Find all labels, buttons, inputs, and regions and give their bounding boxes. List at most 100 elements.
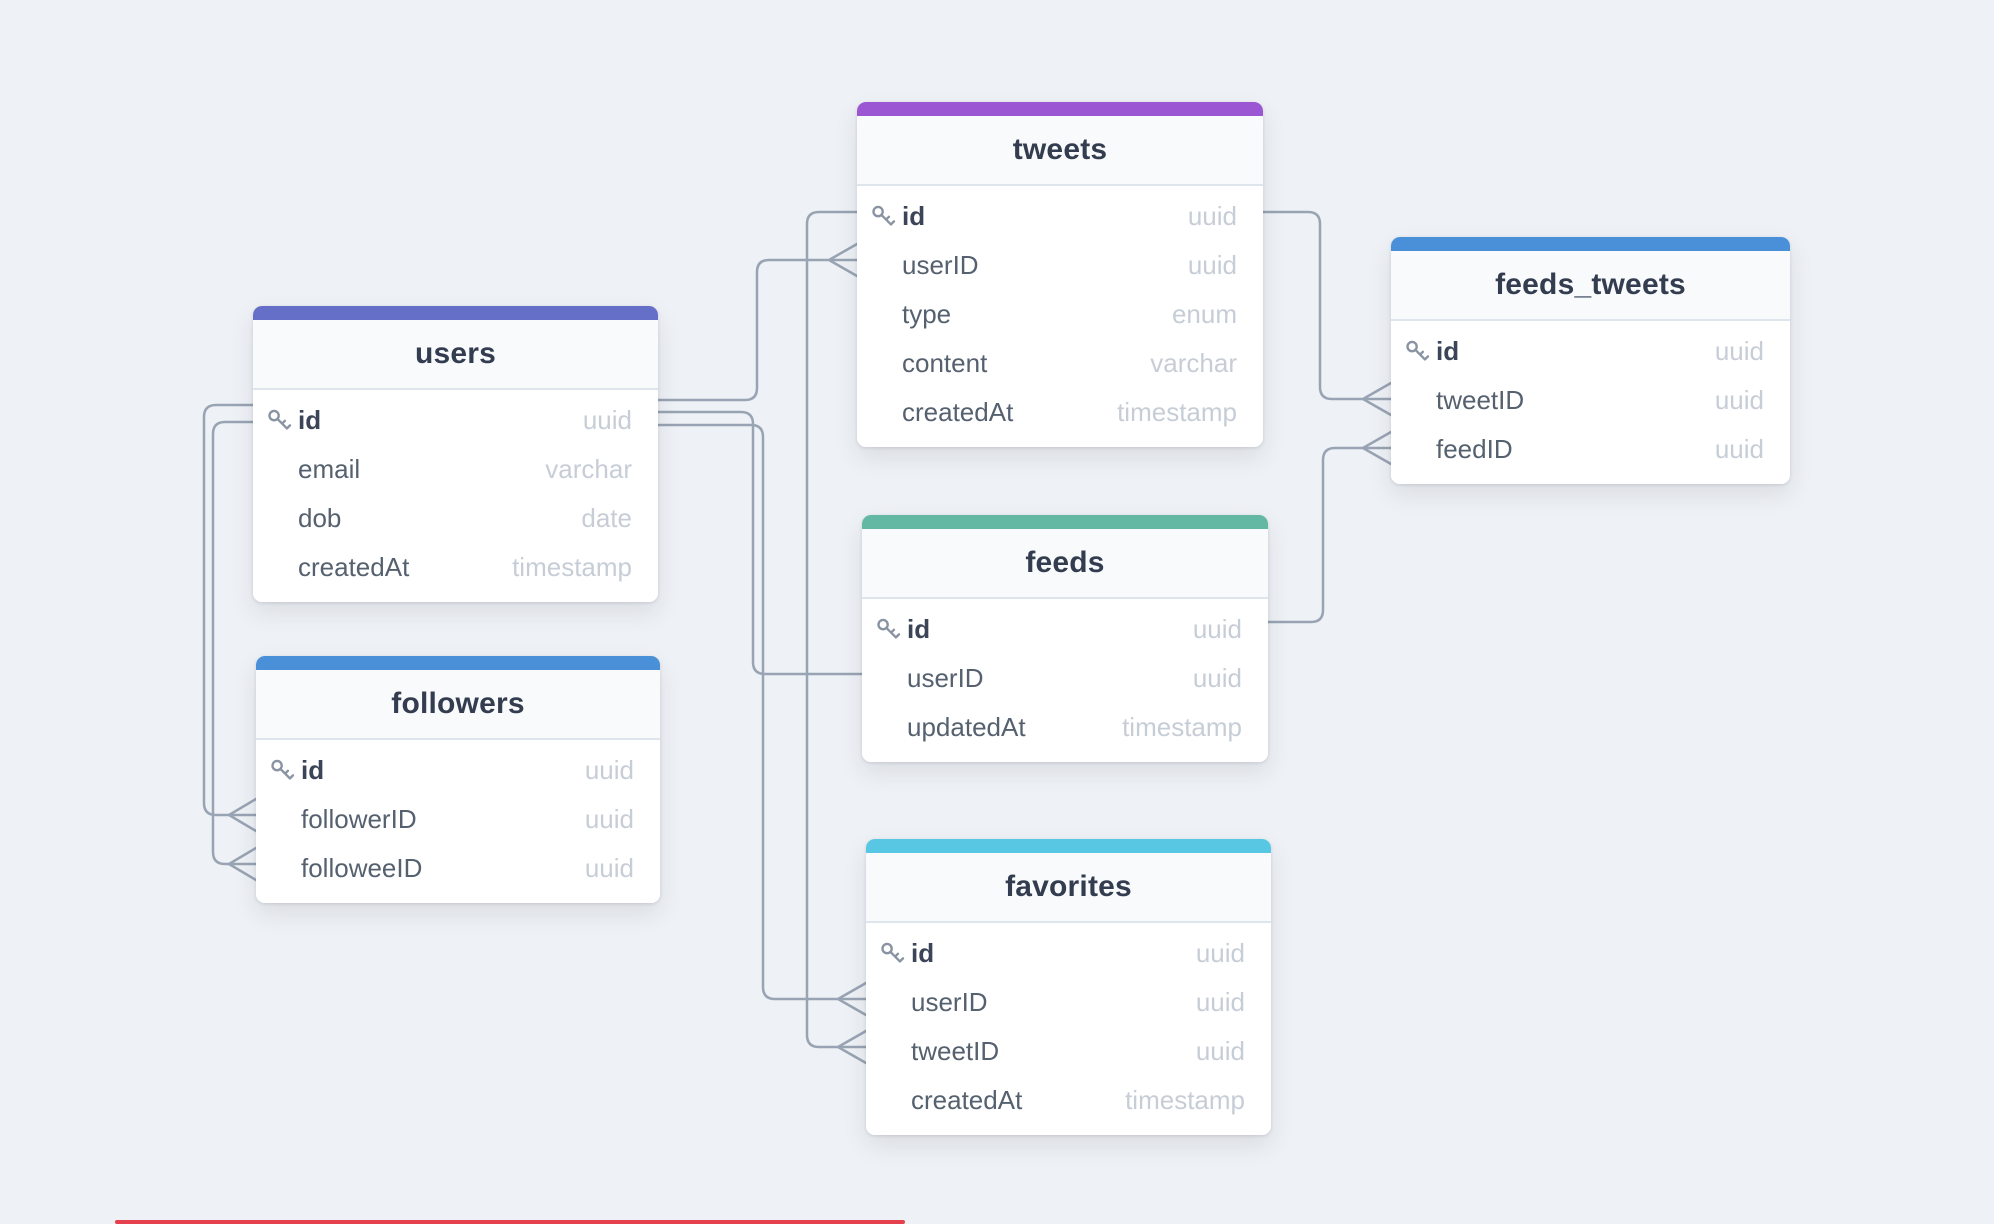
table-row[interactable]: tweetID uuid bbox=[866, 1027, 1271, 1076]
column-name: followeeID bbox=[301, 853, 423, 883]
table-row[interactable]: dob date bbox=[253, 494, 658, 543]
table-row[interactable]: email varchar bbox=[253, 445, 658, 494]
table-row[interactable]: id uuid bbox=[862, 605, 1268, 654]
column-type: uuid bbox=[1187, 250, 1237, 280]
column-name: userID bbox=[907, 663, 984, 693]
column-name: dob bbox=[298, 503, 342, 533]
table-followers[interactable]: followers id uuid followerID uuid follow… bbox=[256, 656, 660, 903]
table-row[interactable]: createdAt timestamp bbox=[866, 1076, 1271, 1125]
table-accent-bar bbox=[862, 515, 1268, 529]
column-name: feedID bbox=[1436, 434, 1513, 464]
table-title[interactable]: feeds bbox=[862, 529, 1268, 599]
primary-key-icon bbox=[266, 407, 293, 434]
relation-tweets-favorites-tweetID[interactable] bbox=[805, 210, 868, 1065]
column-type: enum bbox=[1171, 299, 1237, 329]
column-name: userID bbox=[902, 250, 979, 280]
column-type: uuid bbox=[1192, 663, 1242, 693]
relation-users-feeds-userID[interactable] bbox=[656, 410, 863, 676]
column-type: date bbox=[581, 503, 632, 533]
table-feeds_tweets[interactable]: feeds_tweets id uuid tweetID uuid feedID bbox=[1391, 237, 1790, 484]
table-row[interactable]: id uuid bbox=[866, 929, 1271, 978]
column-type: uuid bbox=[1192, 614, 1242, 644]
column-type: uuid bbox=[584, 853, 634, 883]
table-row[interactable]: id uuid bbox=[857, 192, 1263, 241]
table-accent-bar bbox=[253, 306, 658, 320]
primary-key-icon bbox=[879, 940, 906, 967]
relation-users-followers-followerID[interactable] bbox=[202, 403, 258, 833]
column-type: timestamp bbox=[512, 552, 632, 582]
column-name: id bbox=[907, 614, 931, 644]
column-type: varchar bbox=[545, 454, 632, 484]
column-name: followerID bbox=[301, 804, 417, 834]
table-title[interactable]: feeds_tweets bbox=[1391, 251, 1790, 321]
column-type: timestamp bbox=[1122, 712, 1242, 742]
primary-key-icon bbox=[875, 616, 902, 643]
table-accent-bar bbox=[256, 656, 660, 670]
table-accent-bar bbox=[1391, 237, 1790, 251]
column-type: timestamp bbox=[1117, 397, 1237, 427]
table-rows: id uuid tweetID uuid feedID uuid bbox=[1391, 321, 1790, 484]
table-rows: id uuid email varchar dob date createdAt… bbox=[253, 390, 658, 602]
table-row[interactable]: id uuid bbox=[1391, 327, 1790, 376]
bottom-scrollbar[interactable] bbox=[115, 1220, 905, 1224]
column-name: id bbox=[911, 938, 935, 968]
table-row[interactable]: content varchar bbox=[857, 339, 1263, 388]
column-name: id bbox=[301, 755, 325, 785]
column-type: uuid bbox=[1195, 1036, 1245, 1066]
column-name: createdAt bbox=[902, 397, 1014, 427]
table-row[interactable]: tweetID uuid bbox=[1391, 376, 1790, 425]
column-name: updatedAt bbox=[907, 712, 1026, 742]
relation-tweets-feeds_tweets-tweetID[interactable] bbox=[1261, 210, 1393, 417]
table-row[interactable]: followeeID uuid bbox=[256, 844, 660, 893]
table-row[interactable]: feedID uuid bbox=[1391, 425, 1790, 474]
table-users[interactable]: users id uuid email varchar dob date bbox=[253, 306, 658, 602]
table-title[interactable]: favorites bbox=[866, 853, 1271, 923]
column-type: uuid bbox=[1714, 336, 1764, 366]
table-rows: id uuid userID uuid type enum content va… bbox=[857, 186, 1263, 447]
relation-users-favorites-userID[interactable] bbox=[656, 423, 868, 1017]
column-name: type bbox=[902, 299, 952, 329]
table-title[interactable]: users bbox=[253, 320, 658, 390]
column-type: timestamp bbox=[1125, 1085, 1245, 1115]
primary-key-icon bbox=[269, 757, 296, 784]
table-rows: id uuid userID uuid updatedAt timestamp bbox=[862, 599, 1268, 762]
column-name: userID bbox=[911, 987, 988, 1017]
column-type: uuid bbox=[1714, 434, 1764, 464]
table-accent-bar bbox=[857, 102, 1263, 116]
table-title[interactable]: followers bbox=[256, 670, 660, 740]
column-name: id bbox=[902, 201, 926, 231]
table-rows: id uuid followerID uuid followeeID uuid bbox=[256, 740, 660, 903]
table-tweets[interactable]: tweets id uuid userID uuid type enum bbox=[857, 102, 1263, 447]
column-type: uuid bbox=[1195, 938, 1245, 968]
table-row[interactable]: updatedAt timestamp bbox=[862, 703, 1268, 752]
table-row[interactable]: userID uuid bbox=[857, 241, 1263, 290]
table-rows: id uuid userID uuid tweetID uuid created… bbox=[866, 923, 1271, 1135]
table-favorites[interactable]: favorites id uuid userID uuid tweetID bbox=[866, 839, 1271, 1135]
table-row[interactable]: userID uuid bbox=[866, 978, 1271, 1027]
column-type: varchar bbox=[1150, 348, 1237, 378]
table-row[interactable]: followerID uuid bbox=[256, 795, 660, 844]
column-type: uuid bbox=[584, 755, 634, 785]
relation-users-tweets-userID[interactable] bbox=[656, 242, 859, 402]
column-type: uuid bbox=[582, 405, 632, 435]
table-row[interactable]: id uuid bbox=[256, 746, 660, 795]
relation-feeds-feeds_tweets-feedID[interactable] bbox=[1266, 430, 1393, 624]
primary-key-icon bbox=[1404, 338, 1431, 365]
table-row[interactable]: createdAt timestamp bbox=[857, 388, 1263, 437]
table-feeds[interactable]: feeds id uuid userID uuid updatedAt t bbox=[862, 515, 1268, 762]
column-name: createdAt bbox=[298, 552, 410, 582]
column-type: uuid bbox=[1195, 987, 1245, 1017]
table-row[interactable]: createdAt timestamp bbox=[253, 543, 658, 592]
table-title[interactable]: tweets bbox=[857, 116, 1263, 186]
table-row[interactable]: userID uuid bbox=[862, 654, 1268, 703]
column-type: uuid bbox=[1714, 385, 1764, 415]
column-type: uuid bbox=[584, 804, 634, 834]
column-name: id bbox=[1436, 336, 1460, 366]
relation-users-followers-followeeID[interactable] bbox=[211, 420, 258, 882]
table-row[interactable]: id uuid bbox=[253, 396, 658, 445]
table-row[interactable]: type enum bbox=[857, 290, 1263, 339]
column-type: uuid bbox=[1187, 201, 1237, 231]
table-accent-bar bbox=[866, 839, 1271, 853]
